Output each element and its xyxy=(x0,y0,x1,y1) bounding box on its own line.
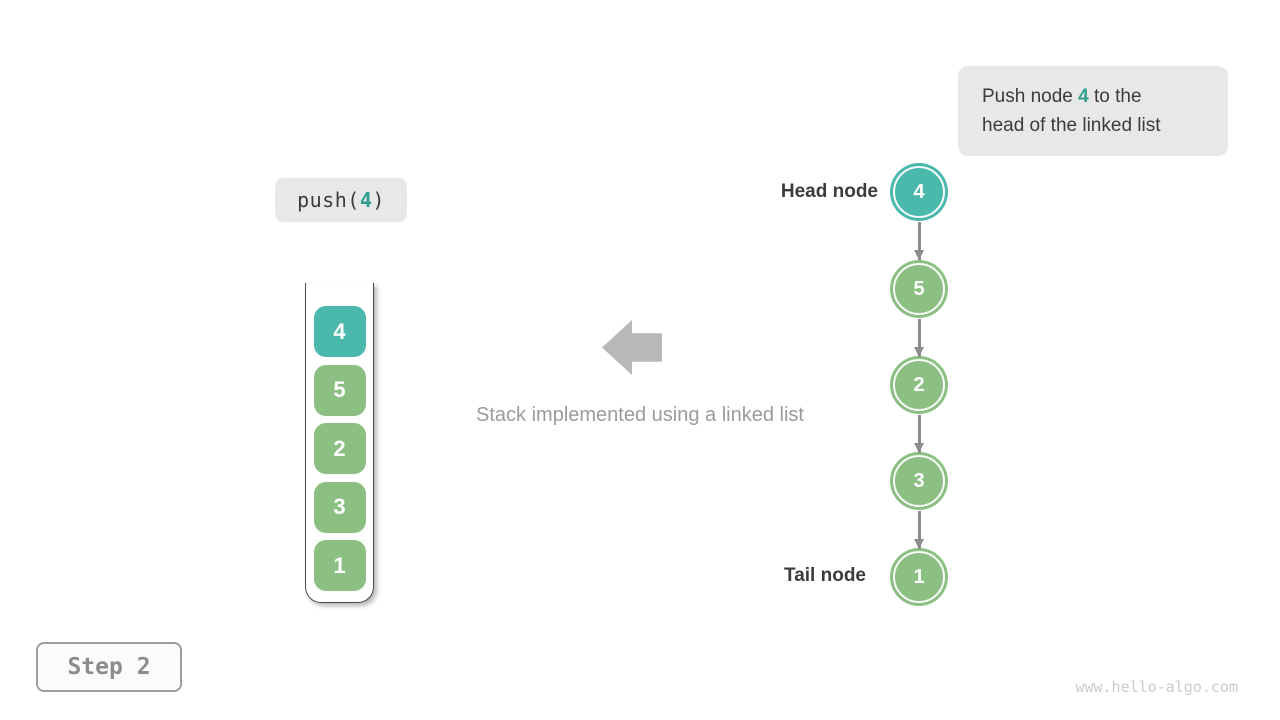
info-text-line2: head of the linked list xyxy=(982,115,1161,136)
tail-node-label: Tail node xyxy=(784,565,866,586)
stack-container: 4 5 2 3 1 xyxy=(305,283,374,603)
list-node: 5 xyxy=(890,260,948,318)
list-node: 2 xyxy=(890,356,948,414)
step-badge: Step 2 xyxy=(36,642,182,692)
stack-item: 4 xyxy=(313,306,366,357)
left-block-arrow-icon xyxy=(602,320,662,375)
stack-item: 5 xyxy=(313,364,366,416)
operation-chip: push(4) xyxy=(275,178,407,222)
info-text-line1-after: to the xyxy=(1088,86,1142,107)
list-node: 3 xyxy=(890,452,948,510)
info-callout: Push node 4 to the head of the linked li… xyxy=(958,66,1228,156)
list-node: 4 xyxy=(890,163,948,221)
operation-suffix: ) xyxy=(372,188,385,212)
down-arrow-icon xyxy=(917,222,921,260)
down-arrow-icon xyxy=(917,319,921,357)
down-arrow-icon xyxy=(917,415,921,453)
watermark: www.hello-algo.com xyxy=(1075,678,1238,696)
head-node-label: Head node xyxy=(780,181,878,202)
stack-item: 2 xyxy=(313,423,366,474)
operation-prefix: push( xyxy=(297,188,360,212)
info-text-line1-before: Push node xyxy=(982,86,1079,107)
stack-item: 1 xyxy=(313,540,366,591)
stack-item: 3 xyxy=(313,481,366,533)
list-node: 1 xyxy=(890,548,948,606)
info-highlight-value: 4 xyxy=(1078,86,1089,107)
operation-arg: 4 xyxy=(359,188,373,212)
diagram-caption: Stack implemented using a linked list xyxy=(476,404,804,426)
down-arrow-icon xyxy=(917,511,921,549)
